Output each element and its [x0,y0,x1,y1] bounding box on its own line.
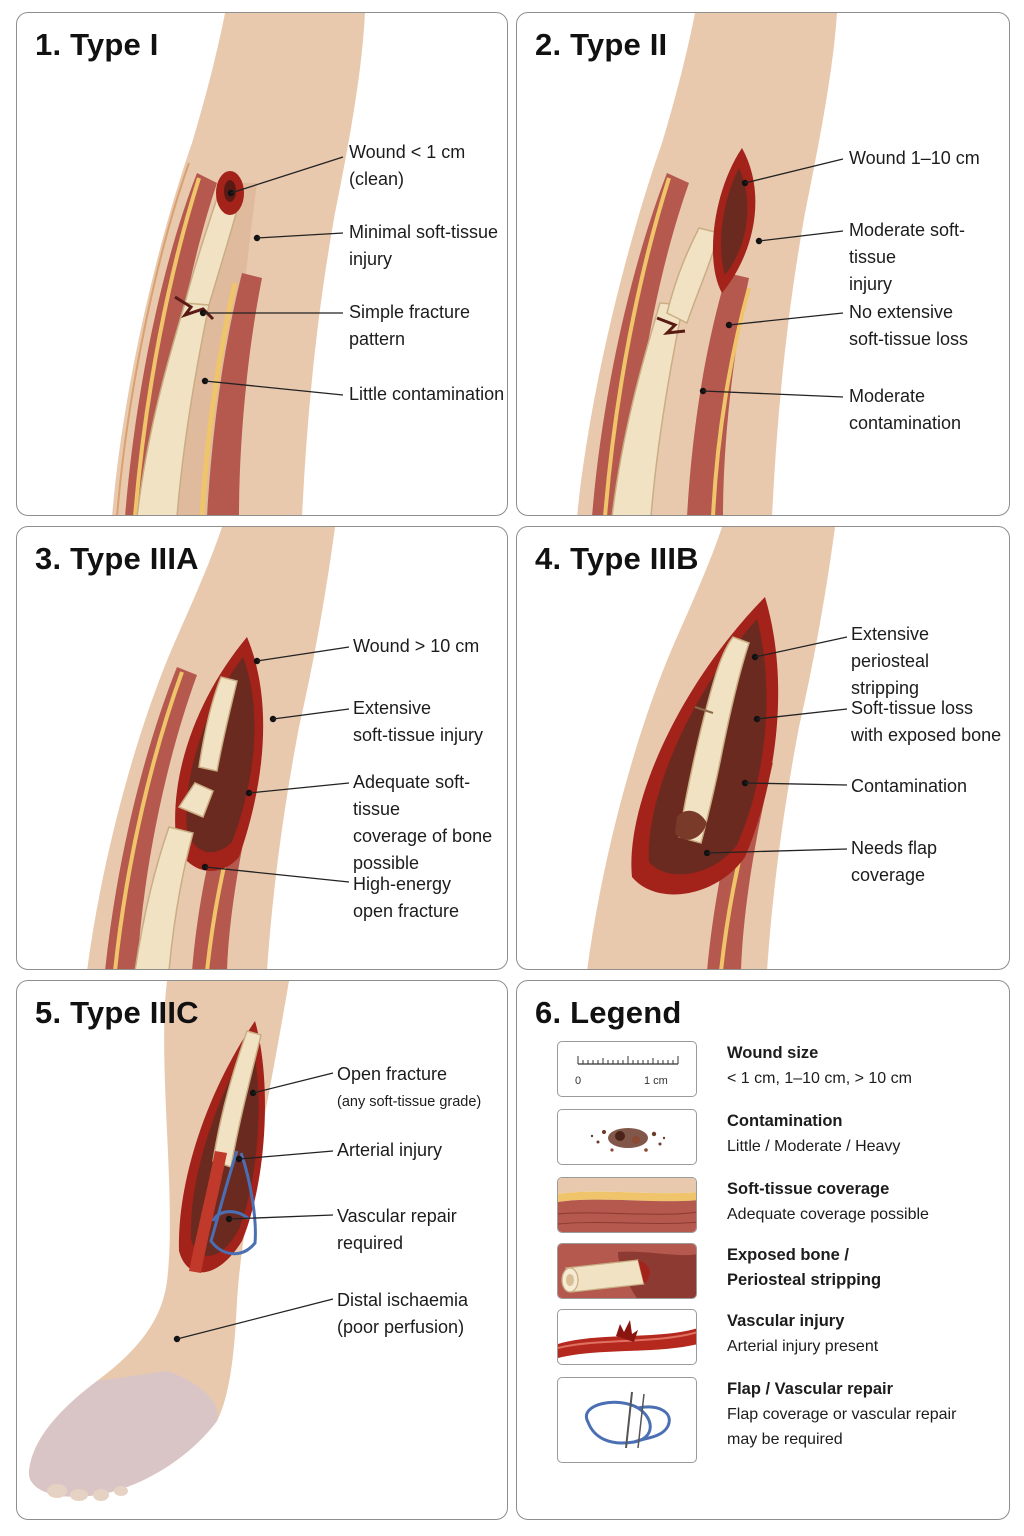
label-flap: Needs flap coverage [851,835,937,889]
suture-icon [557,1377,697,1463]
panel-title: 4. Type IIIB [535,541,699,577]
ruler-zero-label: 0 [575,1075,581,1087]
label-fracture-pattern: Simple fracture pattern [349,299,470,353]
label-contamination: Moderate contamination [849,383,961,437]
panel-legend: 6. Legend 0 1 cm Wound size < 1 cm, [516,980,1010,1520]
label-ischaemia: Distal ischaemia (poor perfusion) [337,1287,468,1341]
panel-type-2: 2. Type II Wound 1–10 cm Moderate soft-t… [516,12,1010,516]
legend-item-title: Wound size [727,1041,1010,1066]
panel-title: 3. Type IIIA [35,541,199,577]
soft-tissue-icon [557,1177,697,1233]
panel-type-1: 1. Type I Wound < 1 cm (clean) Minimal s… [16,12,508,516]
label-soft-tissue: Extensive soft-tissue injury [353,695,483,749]
label-coverage: Adequate soft-tissue coverage of bone po… [353,769,507,877]
legend-item-desc: Flap coverage or vascular repair may be … [727,1402,1010,1452]
label-arterial: Arterial injury [337,1137,442,1164]
panel-type-3a: 3. Type IIIA Wound > 10 cm Extensive sof… [16,526,508,970]
panel-type-3b: 4. Type IIIB Extensive periosteal stripp… [516,526,1010,970]
exposed-bone-icon [557,1243,697,1299]
legend-item-title: Exposed bone / Periosteal stripping [727,1243,1010,1293]
artery-icon [557,1309,697,1365]
panel-title: 1. Type I [35,27,159,63]
legend-title: 6. Legend [535,995,682,1031]
label-wound-size: Wound < 1 cm (clean) [349,139,465,193]
legend-item-desc: Adequate coverage possible [727,1202,1010,1227]
legend-item-title: Flap / Vascular repair [727,1377,1010,1402]
ruler-unit-label: 1 cm [644,1075,668,1087]
panel-title: 5. Type IIIC [35,995,199,1031]
legend-item-desc: Little / Moderate / Heavy [727,1134,1010,1159]
panel-title: 2. Type II [535,27,667,63]
label-soft-tissue: Minimal soft-tissue injury [349,219,498,273]
label-wound-size: Wound 1–10 cm [849,145,980,172]
ruler-icon: 0 1 cm [557,1041,697,1097]
label-periosteal: Extensive periosteal stripping [851,621,1009,702]
label-contamination: Little contamination [349,381,504,408]
label-soft-tissue: Moderate soft-tissue injury [849,217,1009,298]
legend-item-title: Vascular injury [727,1309,1010,1334]
label-wound-size: Wound > 10 cm [353,633,479,660]
label-high-energy: High-energy open fracture [353,871,459,925]
legend-item-title: Soft-tissue coverage [727,1177,1010,1202]
label-tissue-loss: No extensive soft-tissue loss [849,299,968,353]
legend-item-desc: Arterial injury present [727,1334,1010,1359]
label-contamination: Contamination [851,773,967,800]
legend-item-title: Contamination [727,1109,1010,1134]
label-vascular-repair: Vascular repair required [337,1203,457,1257]
label-tissue-loss: Soft-tissue loss with exposed bone [851,695,1001,749]
contamination-icon [557,1109,697,1165]
panel-type-3c: 5. Type IIIC Open fracture (any soft-tis… [16,980,508,1520]
label-open-fracture: Open fracture [337,1061,447,1088]
legend-item-desc: < 1 cm, 1–10 cm, > 10 cm [727,1066,1010,1091]
label-any-grade: (any soft-tissue grade) [337,1091,481,1113]
